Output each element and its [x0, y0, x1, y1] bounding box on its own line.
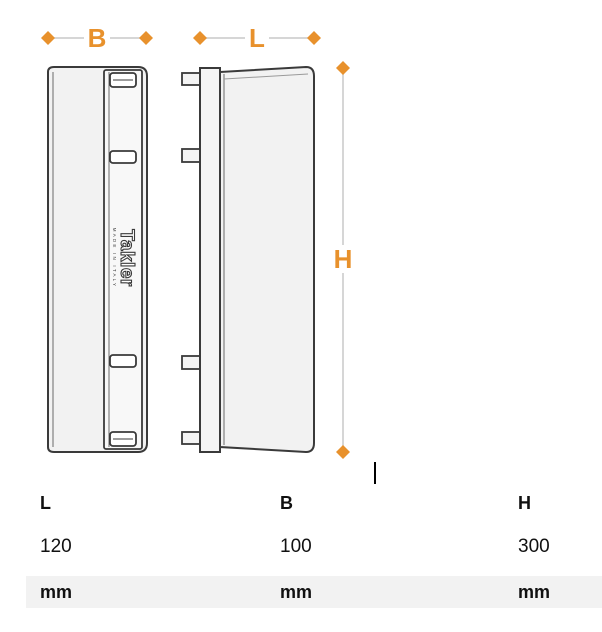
text-cursor	[374, 462, 376, 484]
peg-icon	[181, 72, 202, 86]
spec-value-l: 120	[40, 536, 72, 557]
diamond-marker-icon	[41, 31, 55, 45]
diamond-marker-icon	[336, 61, 350, 75]
peg-icon	[181, 355, 202, 370]
dimension-l: L	[193, 23, 321, 53]
spec-table-header-row: L B H	[26, 488, 602, 518]
spec-unit-l: mm	[26, 576, 248, 608]
spec-unit-b: mm	[248, 576, 480, 608]
side-view	[181, 65, 315, 454]
diamond-marker-icon	[193, 31, 207, 45]
spec-table: L B H 120 100 300 mm mm mm	[26, 488, 602, 608]
side-view-body	[219, 65, 315, 454]
dimension-h-label-bg	[330, 245, 356, 273]
brand-stamp: Takler MADE IN ITALY	[112, 228, 138, 288]
spec-header-l: L	[40, 492, 51, 513]
spec-table-value-row: 120 100 300	[26, 518, 602, 576]
diamond-marker-icon	[336, 445, 350, 459]
spec-header-h: H	[518, 492, 531, 513]
dimension-l-label-bg	[245, 26, 269, 50]
slot-icon	[109, 150, 137, 164]
dimension-drawing: B L H Takler MADE IN ITALY	[41, 23, 356, 459]
dimension-b-label: B	[88, 23, 107, 53]
brand-stamp-subtext: MADE IN ITALY	[112, 228, 117, 288]
peg-icon	[181, 148, 202, 163]
dimension-b: B	[41, 23, 153, 53]
diamond-marker-icon	[307, 31, 321, 45]
side-view-back-plate	[199, 67, 221, 453]
spec-value-b: 100	[280, 536, 312, 557]
peg-icon	[181, 431, 202, 445]
dimension-b-label-bg	[84, 26, 110, 50]
slot-icon	[109, 354, 137, 368]
spec-unit-h: mm	[480, 576, 602, 608]
spec-value-h: 300	[518, 536, 550, 557]
diamond-marker-icon	[139, 31, 153, 45]
front-view: Takler MADE IN ITALY	[47, 66, 148, 453]
spec-header-b: B	[280, 492, 293, 513]
dimension-h-label: H	[334, 244, 353, 274]
spec-table-unit-row: mm mm mm	[26, 576, 602, 608]
dimension-l-label: L	[249, 23, 265, 53]
dimension-h: H	[330, 61, 356, 459]
side-view-lid-line	[223, 73, 309, 80]
brand-stamp-text: Takler	[116, 229, 137, 287]
